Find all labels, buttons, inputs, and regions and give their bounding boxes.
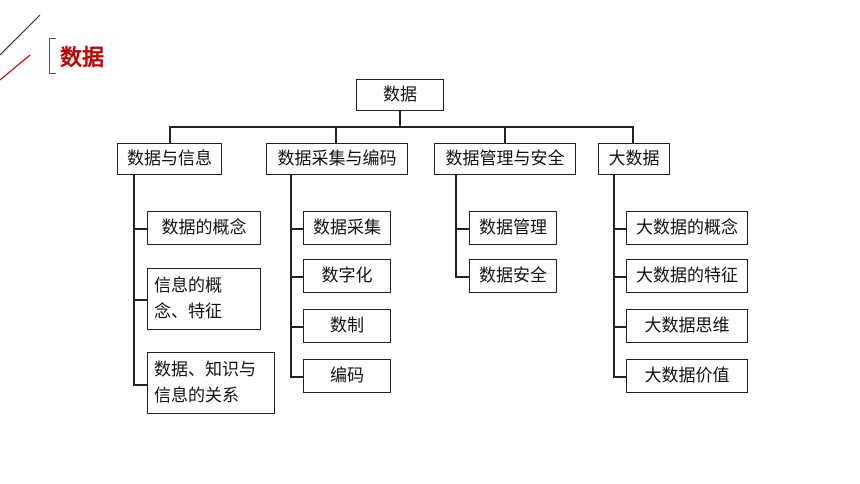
connector (169, 126, 171, 144)
branch-node-management-and-security: 数据管理与安全 (434, 143, 576, 175)
branch-node-data-and-information: 数据与信息 (117, 143, 222, 175)
connector (455, 276, 470, 278)
leaf-node: 数字化 (303, 259, 391, 293)
connector (133, 384, 148, 386)
branch-node-collection-and-encoding: 数据采集与编码 (266, 143, 408, 175)
title-bracket (49, 38, 56, 74)
leaf-node: 编码 (303, 359, 391, 393)
connector (613, 376, 627, 378)
connector (290, 228, 304, 230)
root-node: 数据 (356, 79, 444, 111)
leaf-node: 数据管理 (469, 211, 557, 245)
connector (613, 276, 627, 278)
slide-title: 数据 (60, 46, 105, 71)
leaf-node: 数据的概念 (147, 211, 261, 245)
leaf-node: 大数据思维 (626, 309, 748, 343)
connector (290, 376, 304, 378)
leaf-node: 大数据的概念 (626, 211, 748, 245)
leaf-node: 数制 (303, 309, 391, 343)
connector (455, 228, 470, 230)
connector (613, 326, 627, 328)
connector (613, 228, 627, 230)
leaf-node: 大数据价值 (626, 359, 748, 393)
connector (632, 126, 634, 144)
connector (335, 126, 337, 144)
connector (133, 299, 148, 301)
leaf-node: 信息的概念、特征 (147, 268, 261, 330)
branch-node-big-data: 大数据 (598, 143, 670, 175)
connector (169, 126, 633, 128)
connector (504, 126, 506, 144)
corner-decoration (0, 14, 41, 81)
leaf-node: 数据安全 (469, 259, 557, 293)
connector (455, 175, 457, 277)
connector (133, 175, 135, 385)
leaf-node: 数据、知识与信息的关系 (147, 352, 275, 414)
connector (133, 228, 148, 230)
connector (290, 276, 304, 278)
leaf-node: 大数据的特征 (626, 259, 748, 293)
connector (290, 326, 304, 328)
leaf-node: 数据采集 (303, 211, 391, 245)
connector (399, 111, 401, 127)
